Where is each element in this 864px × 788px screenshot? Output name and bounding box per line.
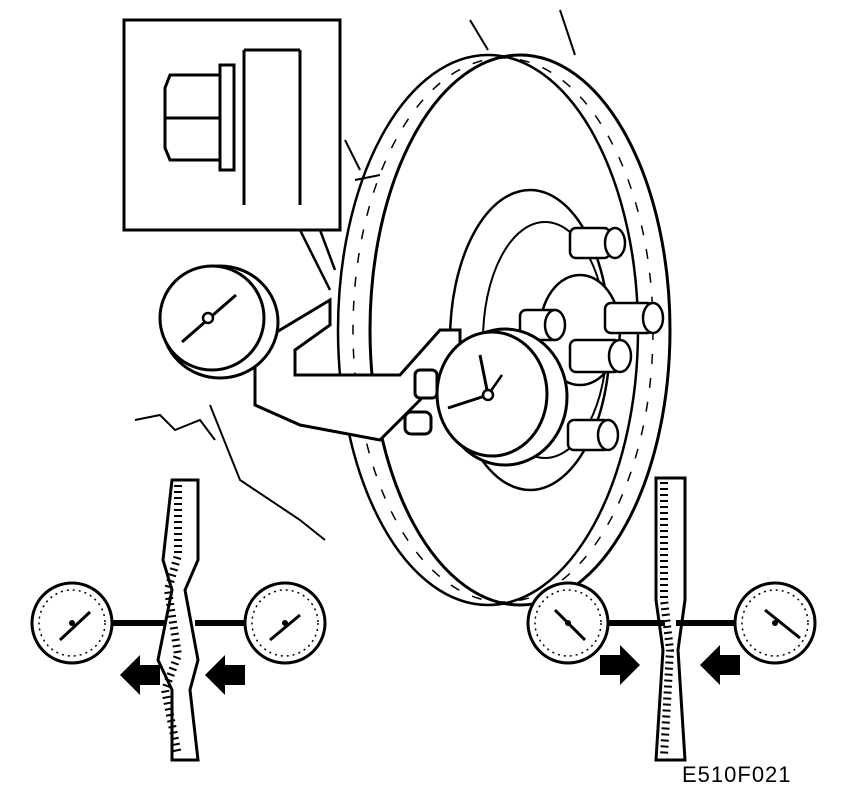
direction-arrow-icon — [205, 655, 245, 695]
direction-arrow-icon — [600, 645, 640, 685]
gauge-bracket — [255, 300, 460, 440]
dial-indicator-icon — [160, 266, 278, 378]
figure-code: E510F021 — [682, 762, 792, 787]
bolt-detail-icon — [165, 50, 300, 205]
runout-example-left — [30, 480, 327, 760]
hub-and-studs — [520, 228, 663, 450]
bolt-detail-inset — [124, 20, 340, 290]
direction-arrow-icon — [120, 655, 160, 695]
direction-arrow-icon — [700, 645, 740, 685]
runout-example-right — [526, 478, 817, 760]
dial-indicator-main — [437, 329, 567, 465]
strut-lines — [135, 10, 575, 540]
